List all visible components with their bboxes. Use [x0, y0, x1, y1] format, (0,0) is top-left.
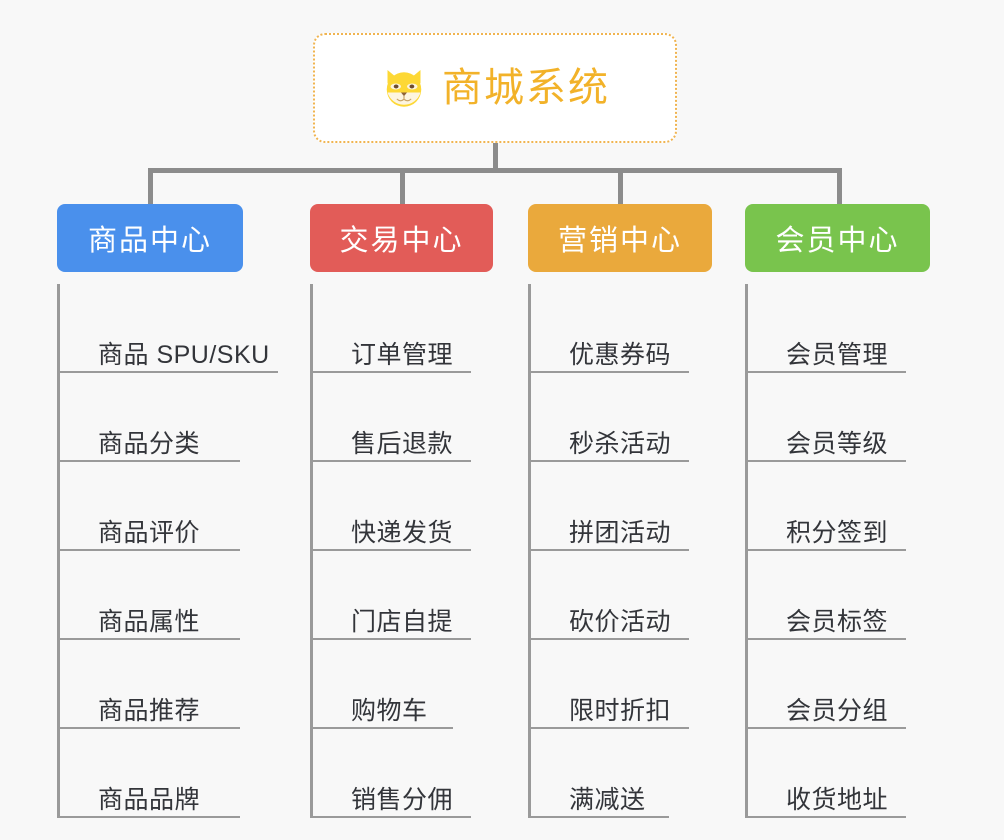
- leaf-item[interactable]: 会员标签: [748, 551, 984, 640]
- leaf-label: 售后退款: [351, 429, 454, 458]
- leaf-item[interactable]: 订单管理: [313, 284, 549, 373]
- connector-drop-branch-4: [837, 168, 842, 204]
- category-header-trade-center[interactable]: 交易中心: [310, 204, 493, 272]
- leaf-item[interactable]: 销售分佣: [313, 729, 549, 818]
- leaf-item[interactable]: 商品 SPU/SKU: [60, 284, 296, 373]
- leaf-item[interactable]: 商品推荐: [60, 640, 296, 729]
- connector-horizontal-bus: [148, 168, 842, 173]
- leaf-list-product-center: 商品 SPU/SKU 商品分类 商品评价 商品属性 商品推荐 商品品牌: [57, 284, 296, 818]
- leaf-label: 限时折扣: [569, 696, 672, 725]
- leaf-label: 会员标签: [786, 607, 889, 636]
- branch-marketing-center: 营销中心 优惠券码 秒杀活动 拼团活动 砍价活动 限时折扣 满减送: [528, 204, 767, 818]
- category-title: 会员中心: [775, 225, 900, 257]
- leaf-label: 积分签到: [786, 518, 889, 547]
- category-header-product-center[interactable]: 商品中心: [57, 204, 243, 272]
- leaf-label: 拼团活动: [569, 518, 672, 547]
- leaf-item[interactable]: 会员分组: [748, 640, 984, 729]
- category-header-member-center[interactable]: 会员中心: [745, 204, 930, 272]
- leaf-list-marketing-center: 优惠券码 秒杀活动 拼团活动 砍价活动 限时折扣 满减送: [528, 284, 767, 818]
- branch-trade-center: 交易中心 订单管理 售后退款 快递发货 门店自提 购物车 销售分佣: [310, 204, 549, 818]
- leaf-item[interactable]: 商品属性: [60, 551, 296, 640]
- leaf-item[interactable]: 会员等级: [748, 373, 984, 462]
- leaf-label: 快递发货: [351, 518, 454, 547]
- leaf-label: 商品品牌: [98, 785, 201, 814]
- branch-member-center: 会员中心 会员管理 会员等级 积分签到 会员标签 会员分组 收货地址: [745, 204, 984, 818]
- branch-product-center: 商品中心 商品 SPU/SKU 商品分类 商品评价 商品属性 商品推荐 商品品牌: [57, 204, 296, 818]
- shiba-dog-face-icon: [386, 70, 422, 107]
- leaf-list-member-center: 会员管理 会员等级 积分签到 会员标签 会员分组 收货地址: [745, 284, 984, 818]
- leaf-item[interactable]: 砍价活动: [531, 551, 767, 640]
- leaf-item[interactable]: 快递发货: [313, 462, 549, 551]
- leaf-item[interactable]: 收货地址: [748, 729, 984, 818]
- leaf-label: 优惠券码: [569, 340, 672, 369]
- leaf-item[interactable]: 满减送: [531, 729, 767, 818]
- leaf-item[interactable]: 购物车: [313, 640, 549, 729]
- leaf-label: 购物车: [351, 696, 428, 725]
- leaf-item[interactable]: 售后退款: [313, 373, 549, 462]
- leaf-label: 砍价活动: [569, 607, 672, 636]
- leaf-item[interactable]: 拼团活动: [531, 462, 767, 551]
- connector-drop-branch-2: [400, 168, 405, 204]
- leaf-item[interactable]: 秒杀活动: [531, 373, 767, 462]
- leaf-label: 商品评价: [98, 518, 201, 547]
- leaf-list-trade-center: 订单管理 售后退款 快递发货 门店自提 购物车 销售分佣: [310, 284, 549, 818]
- leaf-label: 订单管理: [351, 340, 454, 369]
- leaf-item[interactable]: 商品分类: [60, 373, 296, 462]
- root-node[interactable]: 商城系统: [313, 33, 677, 143]
- leaf-item[interactable]: 商品品牌: [60, 729, 296, 818]
- category-title: 商品中心: [87, 225, 212, 257]
- category-title: 营销中心: [557, 225, 682, 257]
- root-title: 商城系统: [442, 66, 610, 110]
- leaf-label: 商品分类: [98, 429, 201, 458]
- leaf-label: 会员等级: [786, 429, 889, 458]
- connector-drop-branch-1: [148, 168, 153, 204]
- leaf-item[interactable]: 积分签到: [748, 462, 984, 551]
- category-header-marketing-center[interactable]: 营销中心: [528, 204, 712, 272]
- leaf-item[interactable]: 商品评价: [60, 462, 296, 551]
- leaf-label: 商品 SPU/SKU: [98, 340, 270, 369]
- leaf-label: 秒杀活动: [569, 429, 672, 458]
- connector-root-stem: [493, 143, 498, 171]
- leaf-label: 商品推荐: [98, 696, 201, 725]
- leaf-item[interactable]: 优惠券码: [531, 284, 767, 373]
- leaf-item[interactable]: 会员管理: [748, 284, 984, 373]
- leaf-item[interactable]: 门店自提: [313, 551, 549, 640]
- leaf-label: 销售分佣: [351, 785, 454, 814]
- leaf-label: 门店自提: [351, 607, 454, 636]
- leaf-label: 会员管理: [786, 340, 889, 369]
- leaf-label: 会员分组: [786, 696, 889, 725]
- category-title: 交易中心: [339, 225, 464, 257]
- connector-drop-branch-3: [618, 168, 623, 204]
- leaf-label: 收货地址: [786, 785, 889, 814]
- leaf-item[interactable]: 限时折扣: [531, 640, 767, 729]
- leaf-label: 满减送: [569, 785, 646, 814]
- leaf-label: 商品属性: [98, 607, 201, 636]
